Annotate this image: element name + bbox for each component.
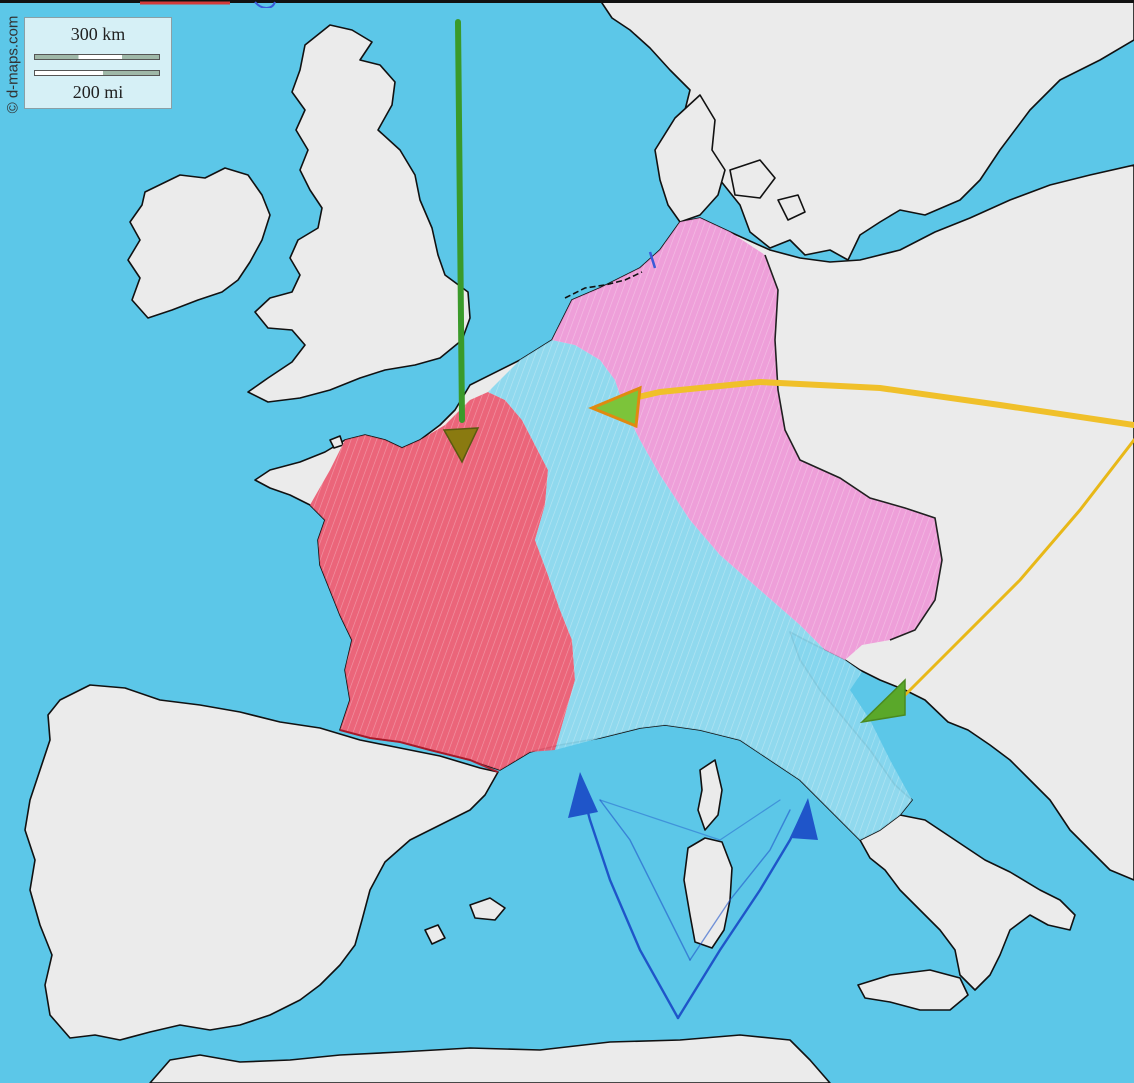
great-britain-landmass <box>247 24 471 403</box>
dashed-coastline <box>564 271 643 299</box>
scale-mi-bar <box>34 70 160 76</box>
map-copyright: © d-maps.com <box>4 15 22 114</box>
map-scale-legend: 300 km 200 mi <box>24 17 172 109</box>
italy-landmass <box>859 814 1076 991</box>
sardinia-landmass <box>683 837 733 949</box>
north-africa-landmass <box>149 1034 831 1083</box>
corsica-landmass <box>697 759 723 831</box>
top-edge-ink <box>0 0 1134 8</box>
balearic-island <box>469 897 506 921</box>
scale-mi-label: 200 mi <box>72 82 124 102</box>
arrow-south-head-right <box>790 798 818 840</box>
scale-km-label: 300 km <box>70 24 126 44</box>
ireland-landmass <box>127 167 271 319</box>
denmark-landmass <box>654 94 726 223</box>
blue-marker-scribble <box>648 251 657 269</box>
arrow-east-upper <box>588 378 1134 429</box>
arrow-east-lower <box>859 438 1134 724</box>
scale-km-bar <box>34 54 160 60</box>
danish-island <box>777 194 806 221</box>
arrow-south-head-left <box>568 772 598 818</box>
scandinavia-landmass <box>599 0 1134 261</box>
arrow-north <box>442 19 480 464</box>
sicily-landmass <box>857 969 969 1011</box>
balearic-island <box>424 924 446 945</box>
iberia-landmass <box>24 684 499 1041</box>
danish-island <box>729 159 776 199</box>
